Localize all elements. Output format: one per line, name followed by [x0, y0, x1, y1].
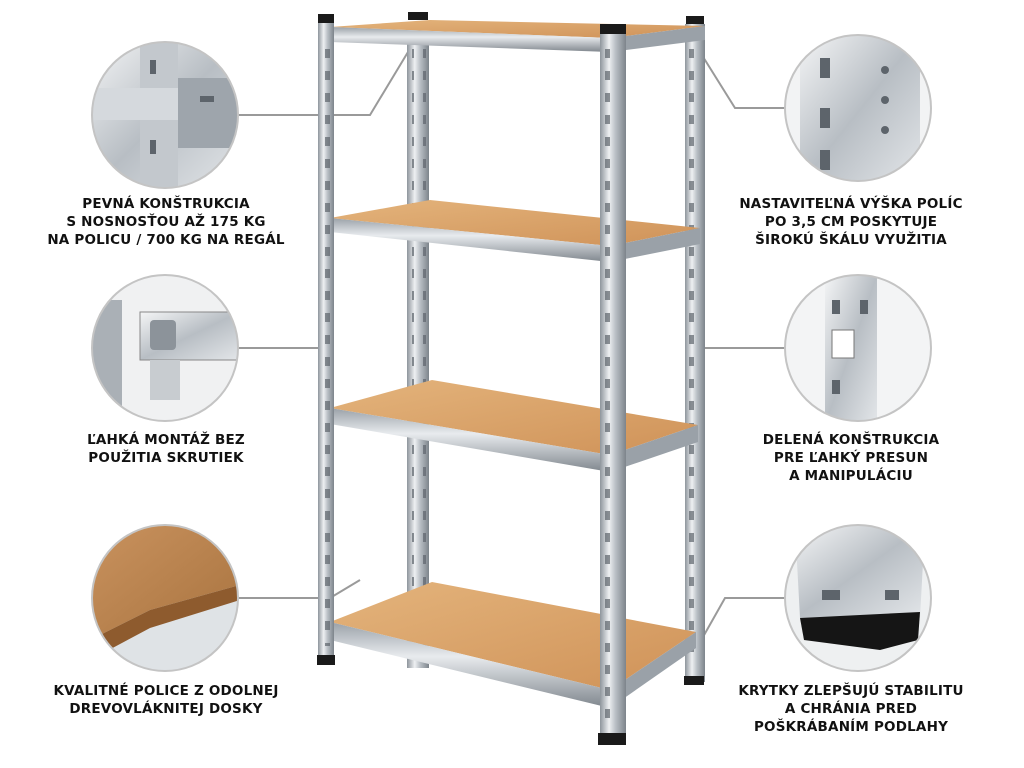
top-cap [600, 24, 626, 34]
top-cap [686, 16, 704, 24]
perforated-post-closeup-icon [784, 34, 932, 182]
foot-cap [317, 655, 335, 665]
clip-joint-closeup-icon [91, 274, 239, 422]
frame-joint-closeup-icon [91, 41, 239, 189]
caption-foot-caps: KRYTKY ZLEPŠUJÚ STABILITU A CHRÁNIA PRED… [721, 682, 981, 736]
shelf-2 [330, 200, 700, 262]
caption-line: NASTAVITEĽNÁ VÝŠKA POLÍC [739, 196, 963, 212]
caption-adjustable-height: NASTAVITEĽNÁ VÝŠKA POLÍC PO 3,5 CM POSKY… [721, 195, 981, 249]
connector-adjustable-height [699, 51, 785, 109]
foot-cap-closeup-icon [784, 524, 932, 672]
caption-line: POŠKRÁBANÍM PODLAHY [753, 719, 949, 735]
caption-line: PEVNÁ KONŠTRUKCIA [82, 196, 250, 212]
shelf-3 [330, 380, 698, 472]
shelf-unit [317, 12, 705, 745]
caption-line: NA POLICU / 700 KG NA REGÁL [47, 232, 285, 248]
split-post-closeup-icon [784, 274, 932, 422]
caption-line: PRE ĽAHKÝ PRESUN [773, 450, 929, 466]
fiberboard-closeup-icon [91, 524, 239, 672]
caption-split-construction: DELENÁ KONŠTRUKCIA PRE ĽAHKÝ PRESUN A MA… [721, 431, 981, 485]
caption-line: KRYTKY ZLEPŠUJÚ STABILITU [738, 683, 964, 699]
top-cap [408, 12, 428, 20]
connector-fiberboard-shelves [238, 579, 361, 599]
top-cap [318, 14, 334, 23]
caption-line: ĽAHKÁ MONTÁŽ BEZ [87, 432, 245, 448]
caption-fiberboard-shelves: KVALITNÉ POLICE Z ODOLNEJ DREVOVLÁKNITEJ… [36, 682, 296, 718]
caption-line: S NOSNOSŤOU AŽ 175 KG [66, 214, 266, 230]
caption-line: DELENÁ KONŠTRUKCIA [762, 432, 940, 448]
connector-sturdy-construction [238, 51, 409, 116]
caption-line: ŠIROKÚ ŠKÁLU VYUŽITIA [755, 232, 947, 248]
shelf-1 [330, 20, 705, 52]
foot-cap [598, 733, 626, 745]
caption-line: DREVOVLÁKNITEJ DOSKY [69, 701, 263, 717]
foot-cap [684, 676, 704, 685]
caption-line: PO 3,5 CM POSKYTUJE [764, 214, 938, 230]
shelf-4 [330, 582, 696, 708]
caption-line: A MANIPULÁCIU [789, 468, 913, 484]
caption-sturdy-construction: PEVNÁ KONŠTRUKCIA S NOSNOSŤOU AŽ 175 KG … [36, 195, 296, 249]
caption-line: A CHRÁNIA PRED [784, 701, 918, 717]
caption-easy-assembly: ĽAHKÁ MONTÁŽ BEZ POUŽITIA SKRUTIEK [36, 431, 296, 467]
caption-line: KVALITNÉ POLICE Z ODOLNEJ [53, 683, 279, 699]
caption-line: POUŽITIA SKRUTIEK [88, 450, 244, 466]
